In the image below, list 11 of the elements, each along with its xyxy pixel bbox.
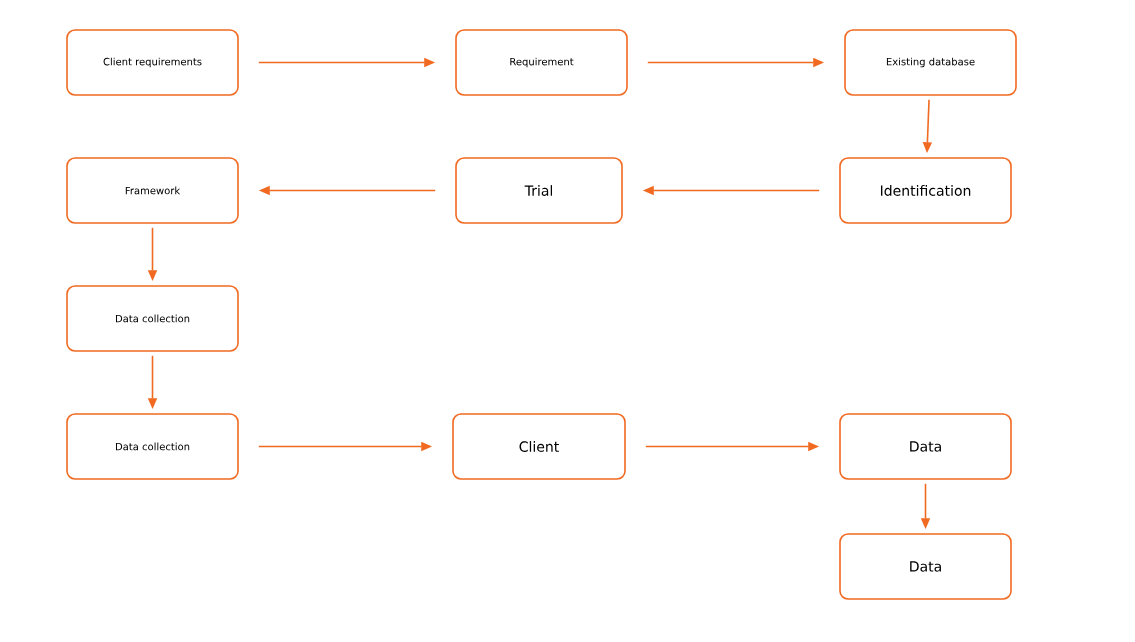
process-box: Identification [839, 157, 1012, 224]
process-box: Trial [455, 157, 623, 224]
process-box: Requirement [455, 29, 628, 96]
process-box: Client [452, 413, 626, 480]
process-box: Client requirements [66, 29, 239, 96]
process-box: Data collection [66, 413, 239, 480]
process-box: Data [839, 533, 1012, 600]
process-box: Data collection [66, 285, 239, 352]
process-box: Existing database [844, 29, 1017, 96]
process-box: Framework [66, 157, 239, 224]
process-box: Data [839, 413, 1012, 480]
